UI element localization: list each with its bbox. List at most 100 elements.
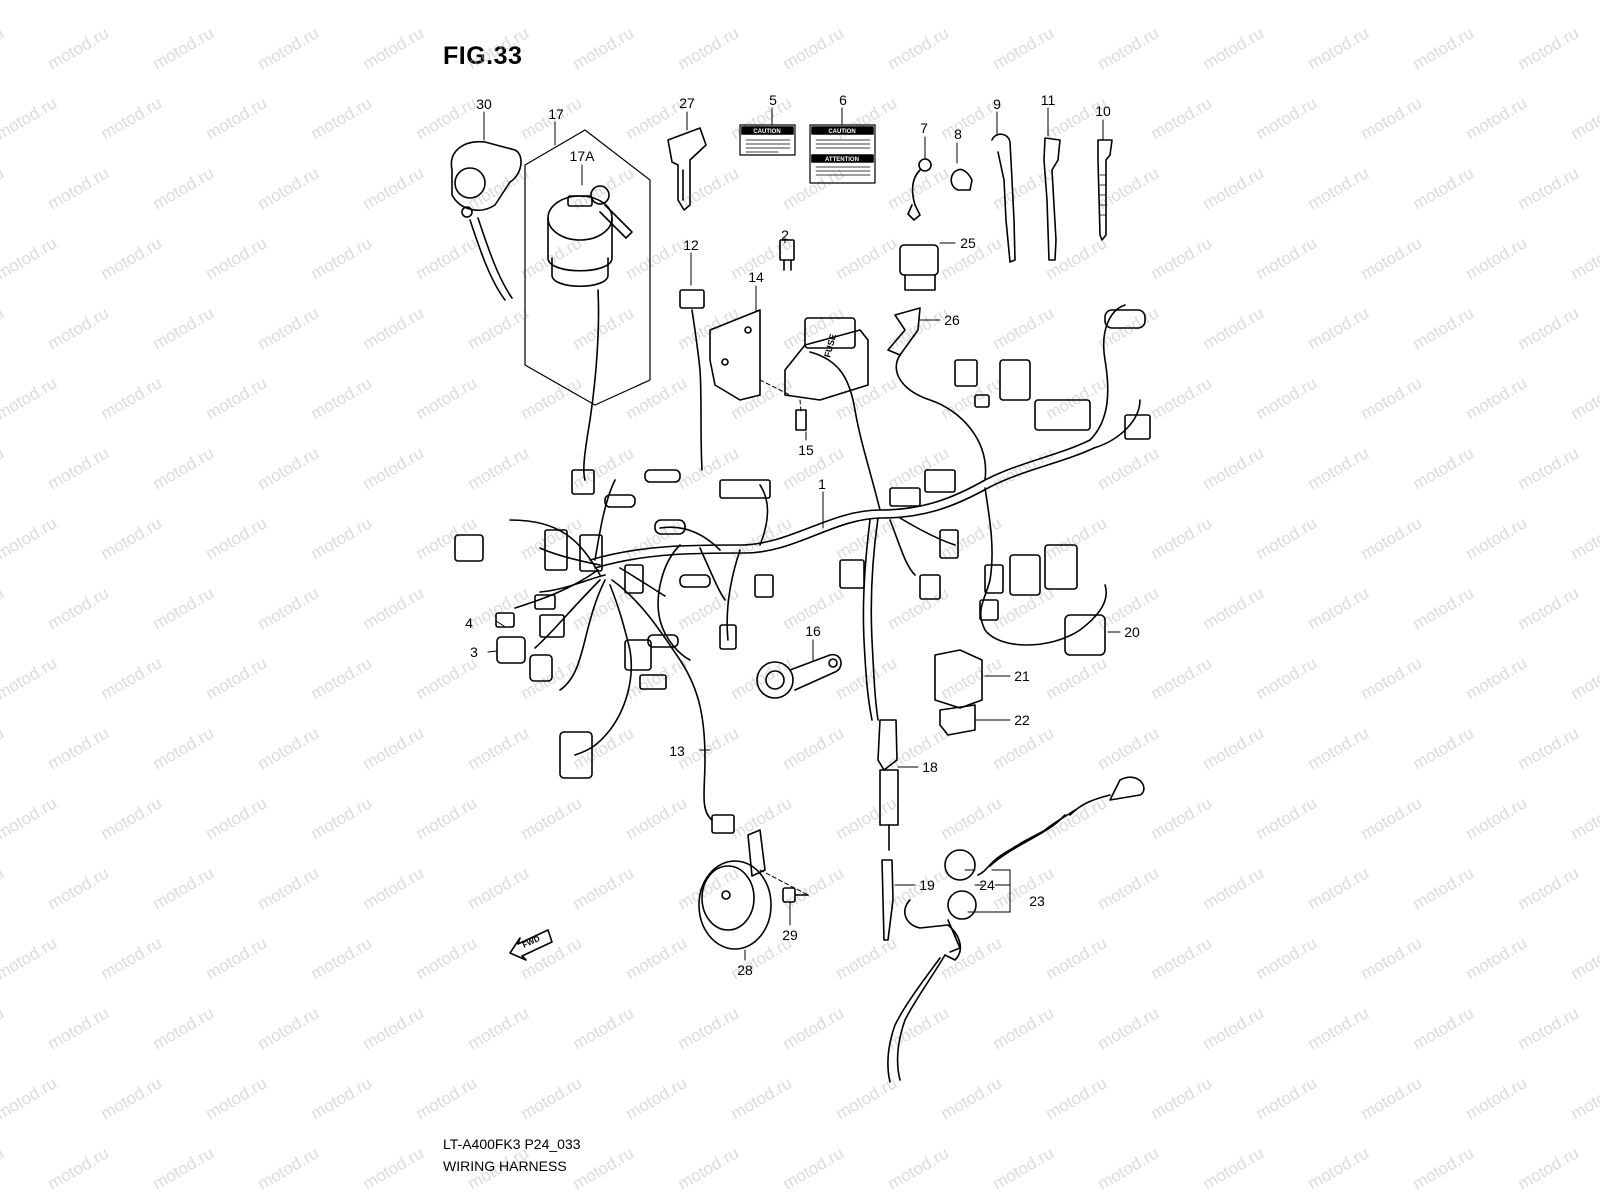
watermark-text: motod.ru — [990, 23, 1058, 73]
watermark-text: motod.ru — [413, 933, 481, 983]
harness-connectors — [454, 309, 1151, 834]
watermark-text: motod.ru — [98, 653, 166, 703]
watermark-text: motod.ru — [1358, 653, 1426, 703]
watermark-text: motod.ru — [570, 23, 638, 73]
watermark-text: motod.ru — [0, 513, 60, 563]
callout-29: 29 — [782, 927, 798, 943]
watermark-text: motod.ru — [0, 163, 7, 213]
watermark-text: motod.ru — [833, 793, 901, 843]
watermark-text: motod.ru — [98, 513, 166, 563]
watermark-text: motod.ru — [1515, 303, 1583, 353]
watermark-text: motod.ru — [885, 23, 953, 73]
watermark-text: motod.ru — [45, 1143, 113, 1193]
watermark-text: motod.ru — [1148, 373, 1216, 423]
watermark-text: motod.ru — [1515, 23, 1583, 73]
watermark-text: motod.ru — [780, 1143, 848, 1193]
watermark-text: motod.ru — [1095, 23, 1163, 73]
watermark-text: motod.ru — [45, 23, 113, 73]
watermark-text: motod.ru — [1200, 1003, 1268, 1053]
watermark-text: motod.ru — [0, 863, 7, 913]
figure-title: FIG.33 — [443, 42, 523, 70]
watermark-text: motod.ru — [833, 0, 901, 3]
watermark-text: motod.ru — [1148, 0, 1216, 3]
watermark-text: motod.ru — [0, 723, 7, 773]
watermark-text: motod.ru — [728, 93, 796, 143]
callout-9: 9 — [993, 96, 1001, 112]
callout-26: 26 — [944, 312, 960, 328]
watermark-text: motod.ru — [308, 233, 376, 283]
watermark-text: motod.ru — [1200, 303, 1268, 353]
watermark-text: motod.ru — [1568, 373, 1600, 423]
watermark-text: motod.ru — [1568, 793, 1600, 843]
watermark-text: motod.ru — [675, 23, 743, 73]
watermark-text: motod.ru — [203, 653, 271, 703]
watermark-text: motod.ru — [308, 1073, 376, 1123]
callout-17: 17 — [548, 106, 564, 122]
watermark-text: motod.ru — [1253, 1073, 1321, 1123]
callout-27: 27 — [679, 95, 695, 111]
watermark-text: motod.ru — [0, 933, 60, 983]
callout-14: 14 — [748, 269, 764, 285]
forward-arrow — [509, 929, 553, 961]
callout-18: 18 — [922, 759, 938, 775]
watermark-text: motod.ru — [1410, 723, 1478, 773]
watermark-text: motod.ru — [570, 863, 638, 913]
watermark-text: motod.ru — [360, 23, 428, 73]
watermark-text: motod.ru — [675, 1003, 743, 1053]
watermark-text: motod.ru — [0, 373, 60, 423]
watermark-text: motod.ru — [255, 1143, 323, 1193]
watermark-text: motod.ru — [413, 653, 481, 703]
watermark-text: motod.ru — [203, 0, 271, 3]
watermark-text: motod.ru — [98, 933, 166, 983]
watermark-text: motod.ru — [465, 443, 533, 493]
watermark-text: motod.ru — [1095, 723, 1163, 773]
watermark-text: motod.ru — [1463, 933, 1531, 983]
watermark-text: motod.ru — [1358, 513, 1426, 563]
watermark-text: motod.ru — [1200, 583, 1268, 633]
watermark-text: motod.ru — [0, 1003, 7, 1053]
watermark-text: motod.ru — [1200, 443, 1268, 493]
watermark-text: motod.ru — [1410, 303, 1478, 353]
watermark-text: motod.ru — [570, 303, 638, 353]
watermark-text: motod.ru — [1515, 723, 1583, 773]
callout-1: 1 — [818, 476, 826, 492]
watermark-text: motod.ru — [1305, 863, 1373, 913]
watermark-text: motod.ru — [1568, 93, 1600, 143]
watermark-text: motod.ru — [413, 0, 481, 3]
watermark-text: motod.ru — [203, 513, 271, 563]
watermark-text: motod.ru — [1463, 793, 1531, 843]
watermark-text: motod.ru — [675, 303, 743, 353]
callout-2: 2 — [781, 227, 789, 243]
watermark-text: motod.ru — [1463, 513, 1531, 563]
callout-17a: 17A — [570, 148, 596, 164]
relay-and-bracket — [887, 244, 939, 356]
watermark-text: motod.ru — [0, 93, 60, 143]
watermark-text: motod.ru — [833, 373, 901, 423]
watermark-text: motod.ru — [203, 233, 271, 283]
thermo-switch — [877, 719, 899, 941]
horn-assembly — [698, 829, 809, 950]
watermark-text: motod.ru — [1305, 1143, 1373, 1193]
watermark-text: motod.ru — [413, 233, 481, 283]
watermark-text: motod.ru — [990, 1143, 1058, 1193]
watermark-text: motod.ru — [518, 373, 586, 423]
callout-10: 10 — [1095, 103, 1111, 119]
watermark-text: motod.ru — [150, 23, 218, 73]
watermark-text: motod.ru — [1253, 933, 1321, 983]
watermark-text: motod.ru — [990, 863, 1058, 913]
watermark-text: motod.ru — [308, 0, 376, 3]
watermark-text: motod.ru — [938, 933, 1006, 983]
watermark-text: motod.ru — [45, 863, 113, 913]
watermark-text: motod.ru — [255, 23, 323, 73]
watermark-text: motod.ru — [518, 1073, 586, 1123]
watermark-text: motod.ru — [360, 163, 428, 213]
watermark-text: motod.ru — [1253, 793, 1321, 843]
watermark-text: motod.ru — [1305, 443, 1373, 493]
watermark-text: motod.ru — [98, 0, 166, 3]
watermark-text: motod.ru — [990, 583, 1058, 633]
watermark-text: motod.ru — [45, 303, 113, 353]
watermark-text: motod.ru — [203, 373, 271, 423]
watermark-text: motod.ru — [938, 513, 1006, 563]
